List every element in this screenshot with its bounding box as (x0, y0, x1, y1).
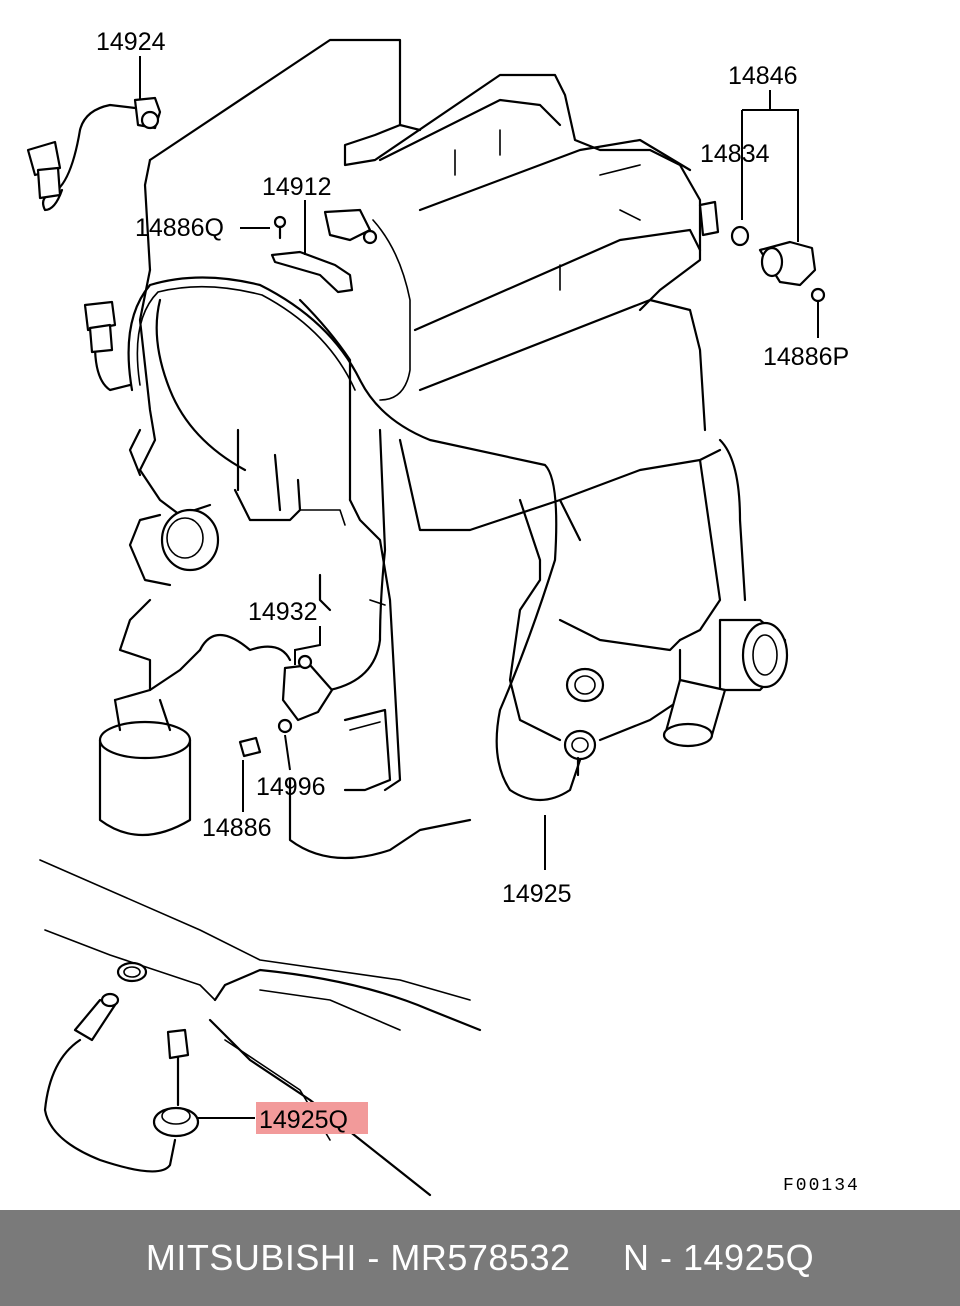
label-14925[interactable]: 14925 (502, 880, 572, 908)
footer-bar: MITSUBISHI - MR578532 N - 14925Q (0, 1210, 960, 1306)
figure-code: F00134 (783, 1176, 860, 1196)
part-labels: 14924 14846 14834 14912 14886Q 14886P 14… (96, 28, 860, 1196)
sensor-14846 (698, 200, 826, 303)
label-14996[interactable]: 14996 (256, 773, 326, 801)
sensor-14932 (238, 654, 334, 758)
connector-left (83, 300, 117, 354)
highlight-box (256, 1102, 368, 1134)
label-14924[interactable]: 14924 (96, 28, 166, 56)
label-14912[interactable]: 14912 (262, 173, 332, 201)
knock-sensor-14924 (26, 96, 162, 200)
exhaust-drawing (39, 859, 482, 1197)
components (26, 96, 826, 777)
leader-lines (139, 56, 819, 1119)
footer-part-text: MITSUBISHI - MR578532 N - 14925Q (145, 1237, 815, 1278)
label-14886[interactable]: 14886 (202, 814, 272, 842)
label-14886q[interactable]: 14886Q (135, 214, 224, 242)
sensor-14925 (563, 729, 597, 777)
label-14925q[interactable]: 14925Q (259, 1106, 348, 1134)
label-14886p[interactable]: 14886P (763, 343, 849, 371)
label-14834[interactable]: 14834 (700, 140, 770, 168)
engine-block-drawing (98, 38, 789, 860)
label-14846[interactable]: 14846 (728, 62, 798, 90)
parts-diagram: 14924 14846 14834 14912 14886Q 14886P 14… (26, 28, 860, 1197)
sensor-14912 (270, 208, 378, 294)
label-14932[interactable]: 14932 (248, 598, 318, 626)
